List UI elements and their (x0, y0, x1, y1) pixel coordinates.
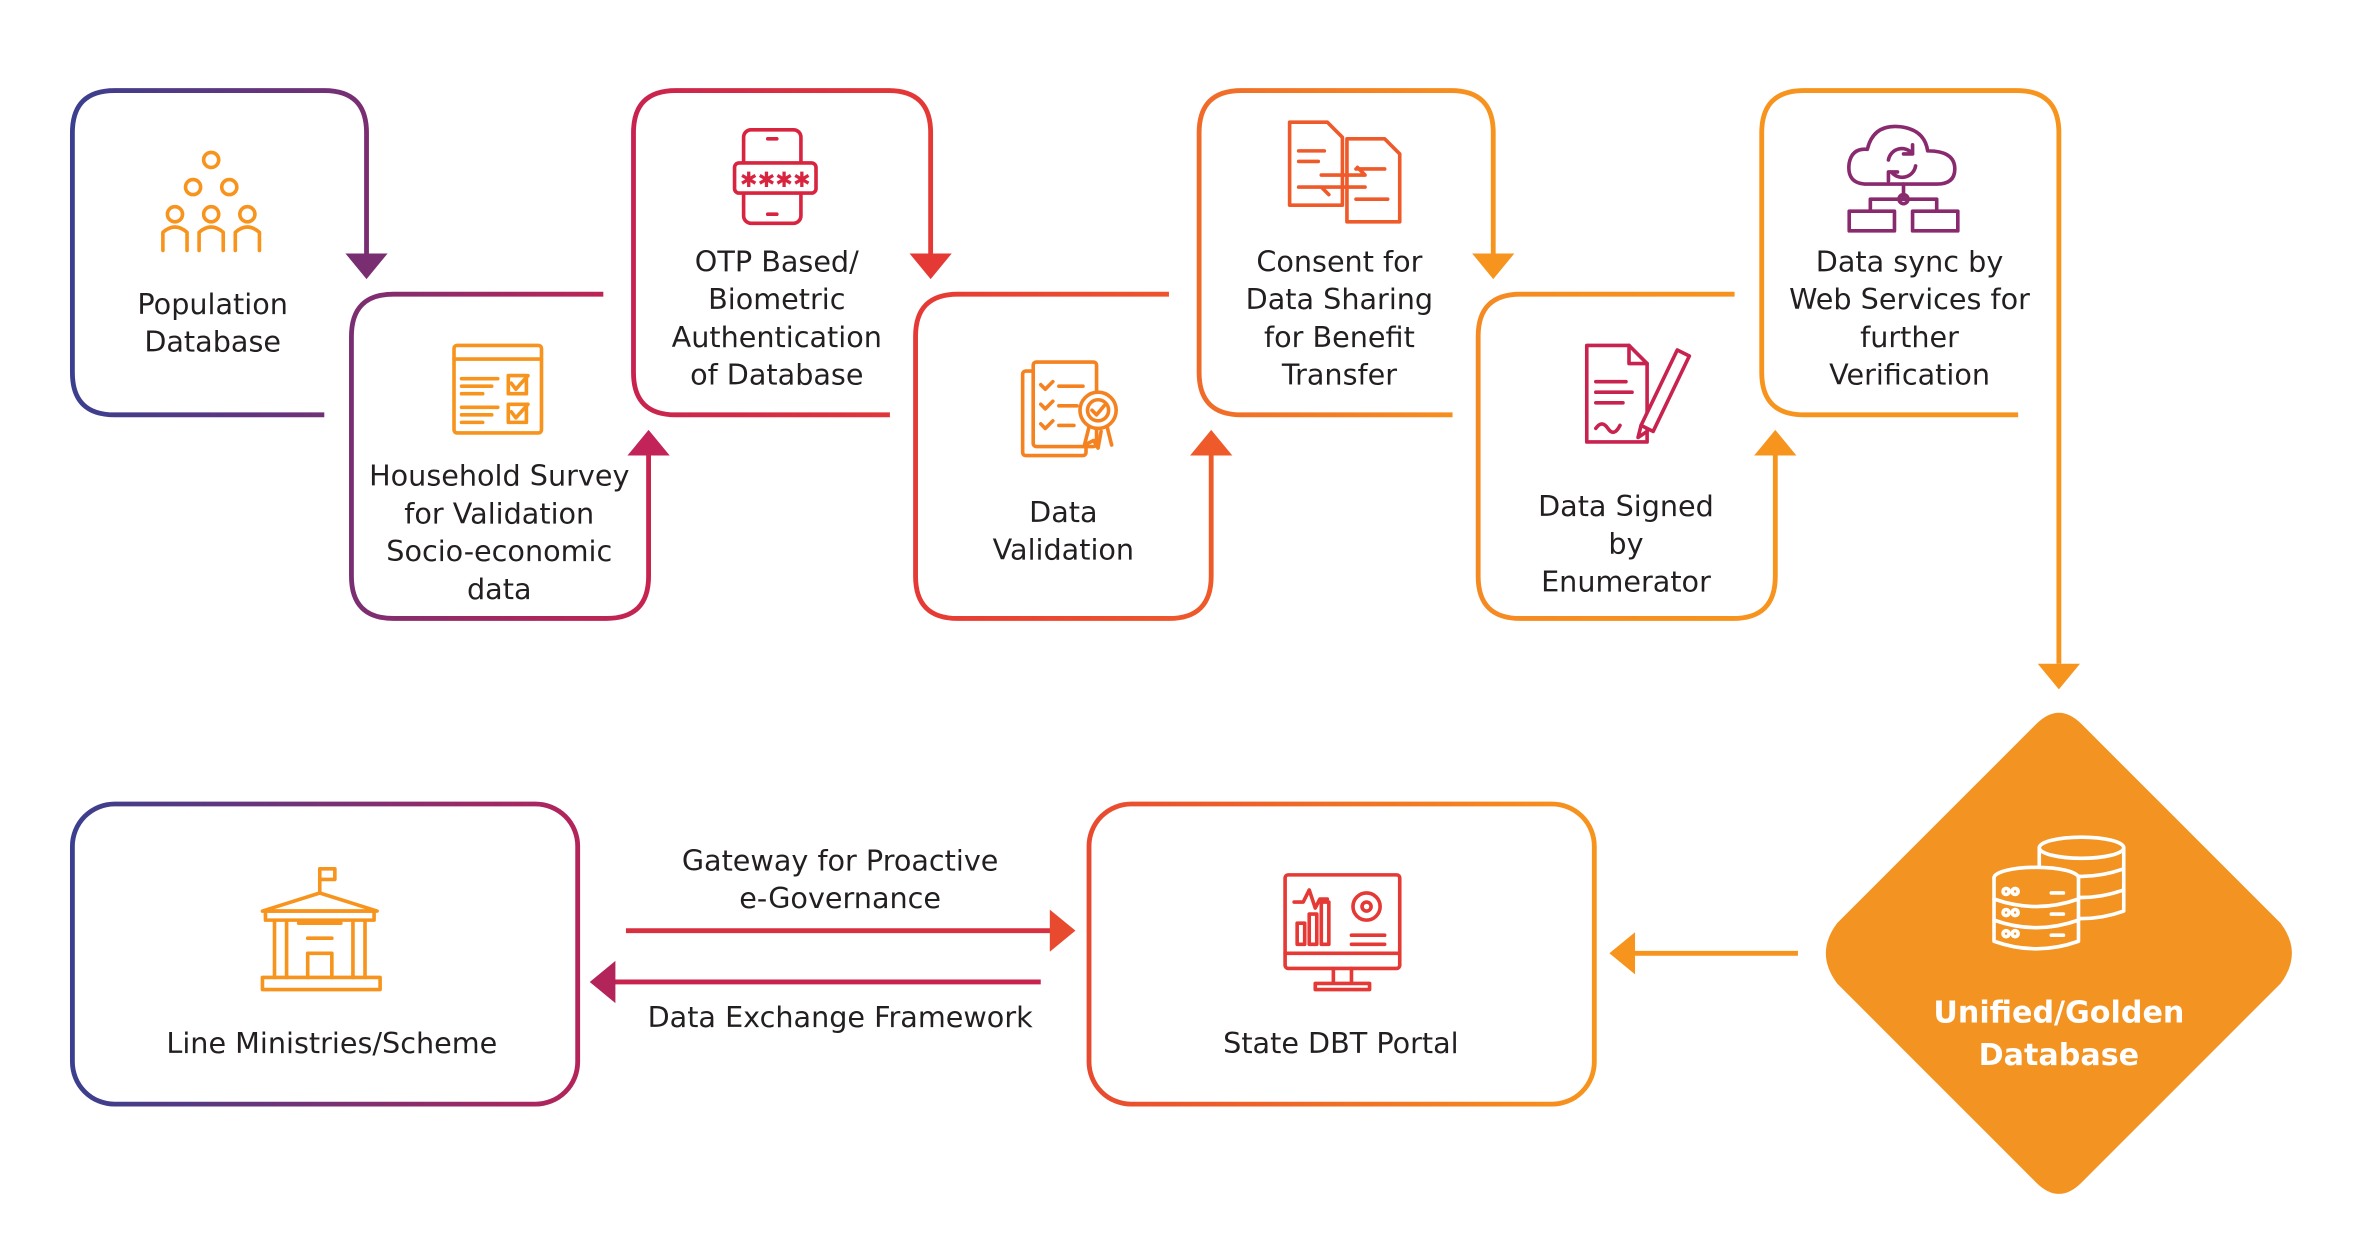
step-label-line: of Database (690, 358, 863, 392)
exchange-label: Data Exchange Framework (648, 1000, 1033, 1034)
line-ministries: Line Ministries/Scheme (69, 801, 581, 1107)
step-label-line: OTP Based/ (695, 245, 859, 279)
golden-db-label-line: Database (1979, 1038, 2140, 1073)
step-label-line: Data Signed (1538, 489, 1714, 523)
data-exchange-connector: Data Exchange Framework (589, 960, 1041, 1034)
step-label-line: further (1860, 320, 1959, 354)
arrow-left-icon (1609, 932, 1636, 975)
arrow-up-icon (627, 429, 670, 456)
step-label-line: for Validation (404, 496, 594, 530)
step-label-line: Data (1029, 495, 1097, 529)
people-hierarchy-icon (161, 150, 262, 253)
gateway-label-line: Gateway for Proactive (682, 843, 999, 877)
state-portal-label: State DBT Portal (1223, 1026, 1459, 1060)
arrow-down-icon (909, 253, 952, 280)
step-label-line: Socio-economic (386, 534, 612, 568)
step-label-line: Consent for (1256, 245, 1422, 279)
step-label-line: Verification (1829, 358, 1990, 392)
monitor-dashboard-icon (1283, 873, 1402, 992)
step-label-line: Transfer (1281, 358, 1397, 392)
arrow-down-icon (1472, 253, 1515, 280)
signed-document-icon (1584, 343, 1692, 444)
golden-db-label-line: Unified/Golden (1933, 996, 2184, 1031)
government-building-icon (260, 867, 382, 992)
step-label-line: data (467, 572, 532, 606)
line-ministries-label: Line Ministries/Scheme (166, 1026, 497, 1060)
step-label-line: Data Sharing (1246, 282, 1433, 316)
cloud-sync-icon (1847, 124, 1960, 233)
arrow-up-icon (1754, 429, 1797, 456)
step-label-line: for Benefit (1264, 320, 1415, 354)
gateway-connector: Gateway for Proactive e-Governance (625, 843, 1076, 952)
survey-checklist-icon (452, 343, 544, 435)
arrow-golden-to-portal (1609, 932, 1798, 975)
step-label-line: Authentication (672, 320, 882, 354)
step-label-line: Household Survey (369, 459, 629, 493)
step-label-line: by (1608, 527, 1643, 561)
svg-text:✱✱✱✱: ✱✱✱✱ (740, 167, 811, 192)
gateway-label-line: e-Governance (739, 881, 941, 915)
step-label-line: Population (137, 287, 287, 321)
document-exchange-icon (1287, 120, 1402, 224)
database-icon (1992, 835, 2126, 951)
arrow-down-icon (2037, 663, 2080, 690)
step-label-line: Enumerator (1541, 564, 1711, 598)
phone-otp-icon: ✱✱✱✱ (732, 127, 818, 226)
state-dbt-portal: State DBT Portal (1086, 801, 1597, 1107)
step-label-line: Biometric (708, 282, 845, 316)
step-label-line: Validation (993, 533, 1134, 567)
arrow-right-icon (1049, 909, 1076, 952)
validated-document-icon (1020, 360, 1118, 458)
arrow-left-icon (589, 960, 616, 1004)
step-label-line: Data sync by (1816, 245, 2004, 279)
step-label-line: Database (144, 324, 281, 358)
step-label-line: Web Services for (1789, 282, 2030, 316)
arrow-up-icon (1190, 429, 1233, 456)
arrow-down-icon (345, 253, 388, 280)
